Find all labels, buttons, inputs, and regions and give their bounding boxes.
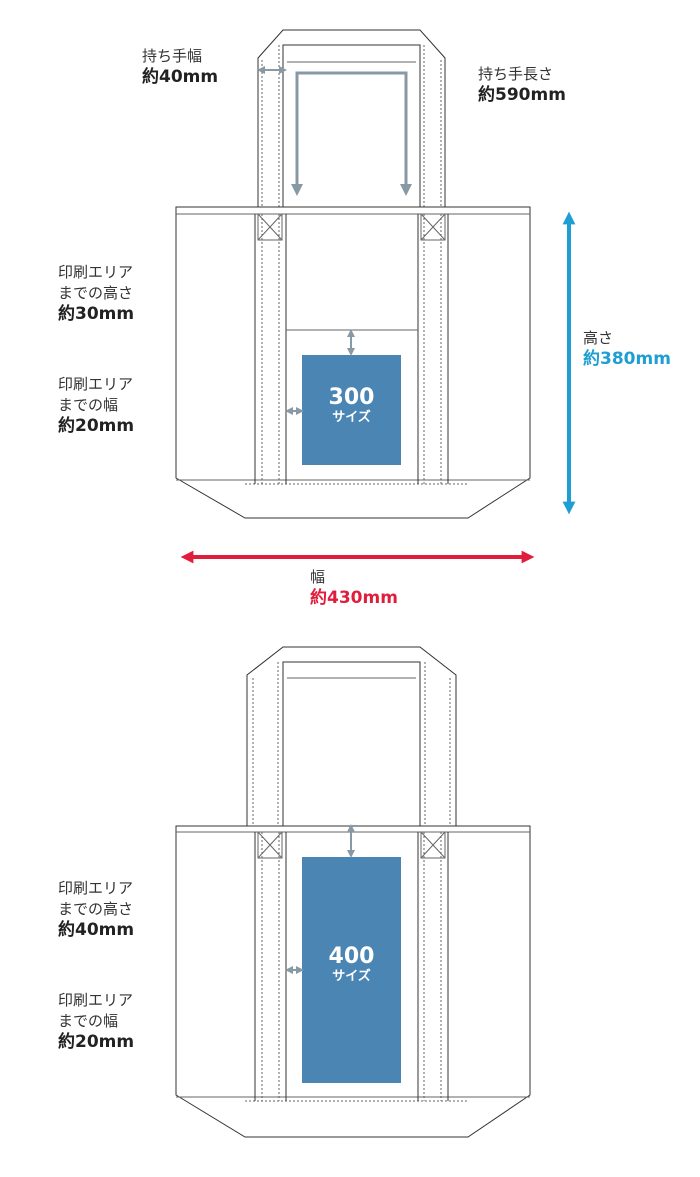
print-size-number: 300 <box>328 385 375 410</box>
print-size-number: 400 <box>328 944 375 969</box>
print-width-label-bottom: 印刷エリア までの幅 約20mm <box>58 990 134 1053</box>
height-label: 高さ 約380mm <box>583 328 671 370</box>
tote-bag-bottom <box>175 646 531 1138</box>
handle-width-label: 持ち手幅 約40mm <box>142 46 218 88</box>
print-size-text: サイズ <box>332 969 371 984</box>
print-width-value: 約20mm <box>58 1032 135 1052</box>
print-width-caption-2: までの幅 <box>58 1012 119 1030</box>
height-value: 約380mm <box>583 349 671 369</box>
handle-length-value: 約590mm <box>478 85 566 105</box>
width-value: 約430mm <box>310 588 398 608</box>
handle-length-label: 持ち手長さ 約590mm <box>478 64 566 106</box>
print-width-caption-2: までの幅 <box>58 396 119 414</box>
width-caption: 幅 <box>310 568 326 586</box>
print-width-label-top: 印刷エリア までの幅 約20mm <box>58 374 134 437</box>
handle-width-value: 約40mm <box>142 67 219 87</box>
print-height-caption-2: までの高さ <box>58 284 134 302</box>
print-size-400-label: 400 サイズ <box>302 945 401 985</box>
handle-outline <box>246 646 457 826</box>
bag-body <box>175 825 531 1138</box>
print-width-caption-1: 印刷エリア <box>58 375 134 393</box>
print-height-caption-1: 印刷エリア <box>58 263 134 281</box>
print-width-caption-1: 印刷エリア <box>58 991 134 1009</box>
handle-width-caption: 持ち手幅 <box>142 47 203 65</box>
handle-length-arrow <box>291 71 412 196</box>
print-height-caption-1: 印刷エリア <box>58 879 134 897</box>
handle-outline <box>257 29 446 207</box>
print-width-value: 約20mm <box>58 416 135 436</box>
width-label: 幅 約430mm <box>310 567 398 609</box>
handle-length-caption: 持ち手長さ <box>478 65 554 83</box>
print-height-label-top: 印刷エリア までの高さ 約30mm <box>58 262 134 325</box>
print-height-caption-2: までの高さ <box>58 900 134 918</box>
height-caption: 高さ <box>583 329 614 347</box>
print-size-text: サイズ <box>332 410 371 425</box>
print-area-300 <box>302 355 401 465</box>
tote-bag-top <box>175 29 531 519</box>
bag-body <box>175 206 531 519</box>
print-size-300-label: 300 サイズ <box>302 386 401 426</box>
print-height-label-bottom: 印刷エリア までの高さ 約40mm <box>58 878 134 941</box>
print-height-value: 約40mm <box>58 920 135 940</box>
print-area-400 <box>302 857 401 1083</box>
print-height-value: 約30mm <box>58 304 135 324</box>
